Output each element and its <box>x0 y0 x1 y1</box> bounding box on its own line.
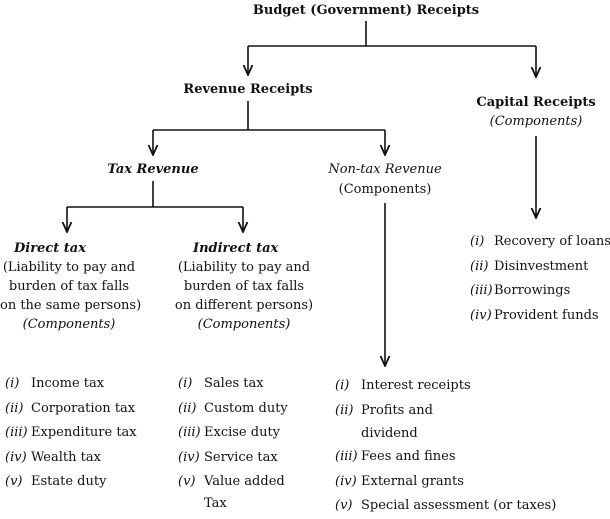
revenue-receipts-title: Revenue Receipts <box>183 82 313 97</box>
list-item: (ii)Custom duty <box>178 400 288 416</box>
indirect-tax-desc-line: (Liability to pay and <box>177 260 311 275</box>
direct-tax-desc-line: on the same persons) <box>0 298 142 313</box>
list-item: (ii)Disinvestment <box>470 258 589 274</box>
non-tax-revenue-subtitle: (Components) <box>338 182 432 197</box>
list-item: (iv)Provident funds <box>470 307 599 323</box>
tax-revenue-title: Tax Revenue <box>107 162 199 177</box>
root-title: Budget (Government) Receipts <box>252 3 480 18</box>
indirect-tax-desc-line: burden of tax falls <box>183 279 305 294</box>
list-item: (v)Estate duty <box>5 474 107 489</box>
capital-items: (i)Recovery of loans (ii)Disinvestment (… <box>470 230 610 328</box>
direct-tax-title: Direct tax <box>14 241 86 256</box>
list-item: (iii)Borrowings <box>470 283 571 298</box>
indirect-tax-title: Indirect tax <box>193 241 279 256</box>
list-item: (i)Income tax <box>5 376 105 391</box>
list-item: (iii)Excise duty <box>178 425 281 440</box>
direct-tax-items: (i)Income tax (ii)Corporation tax (iii)E… <box>5 372 137 495</box>
non-tax-revenue-title: Non-tax Revenue <box>328 162 442 177</box>
direct-tax-desc-line: (Liability to pay and <box>2 260 136 275</box>
capital-receipts-subtitle: (Components) <box>489 114 583 129</box>
list-item: (iv)Service tax <box>178 449 278 465</box>
list-item: (i)Interest receipts <box>335 378 471 393</box>
list-item: (i)Recovery of loans <box>470 234 610 249</box>
direct-tax-desc-line: burden of tax falls <box>8 279 130 294</box>
direct-tax-block: Direct tax (Liability to pay and burden … <box>0 239 142 334</box>
direct-tax-components: (Components) <box>22 317 116 332</box>
list-item: (iv)External grants <box>335 473 464 489</box>
indirect-tax-desc-line: on different persons) <box>174 298 314 313</box>
capital-receipts-title: Capital Receipts <box>476 95 596 110</box>
list-item: (i)Sales tax <box>178 376 264 391</box>
indirect-tax-items: (i)Sales tax (ii)Custom duty (iii)Excise… <box>178 372 288 513</box>
list-item: (iv)Wealth tax <box>5 449 101 465</box>
list-item: (iii)Expenditure tax <box>5 425 137 440</box>
indirect-tax-block: Indirect tax (Liability to pay and burde… <box>173 239 315 334</box>
indirect-tax-components: (Components) <box>197 317 291 332</box>
list-item: (v)Special assessment (or taxes) <box>335 498 557 513</box>
list-item: (iii)Fees and fines <box>335 449 456 464</box>
list-item: (ii)Corporation tax <box>5 400 136 416</box>
